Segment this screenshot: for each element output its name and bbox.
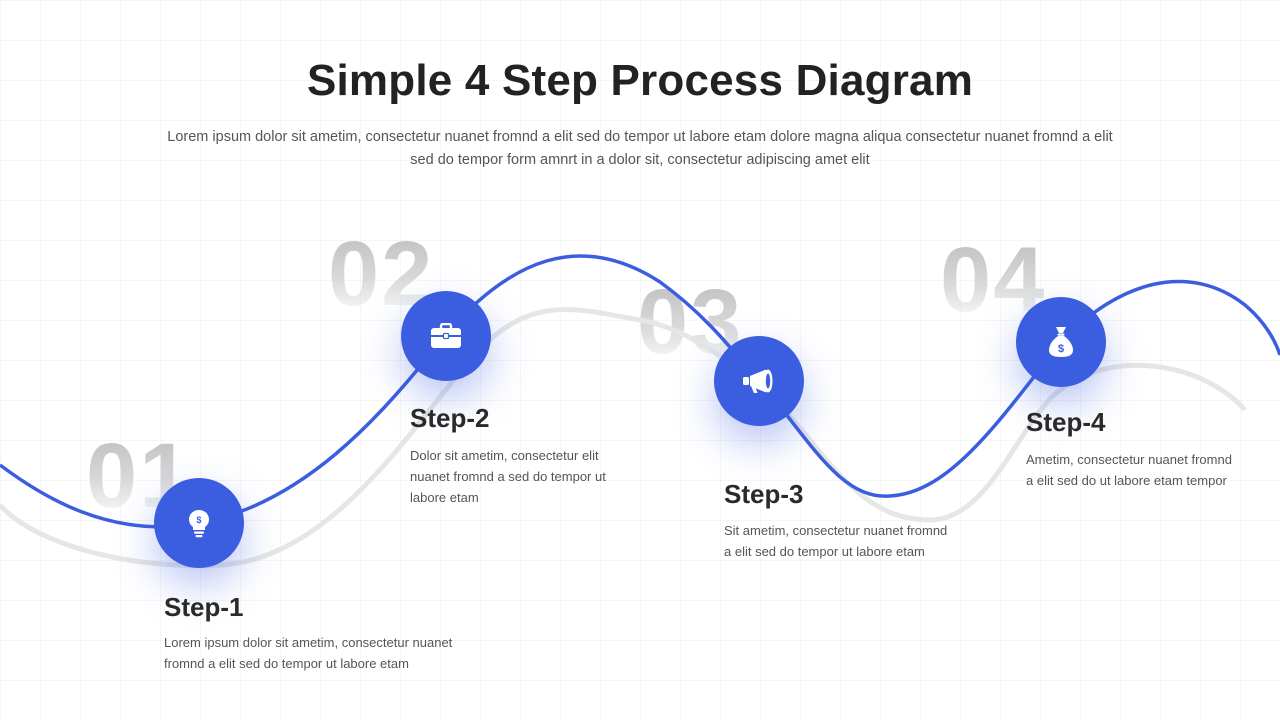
step-1-desc: Lorem ipsum dolor sit ametim, consectetu… <box>164 632 494 674</box>
step-1-title: Step-1 <box>164 592 244 622</box>
step-3-circle <box>714 336 804 426</box>
wave-shadow-path <box>0 307 1247 569</box>
step-3-desc-line: a elit sed do tempor ut labore etam <box>724 544 925 559</box>
money-bag-icon: $ <box>1049 327 1073 357</box>
step-2-desc-line: nuanet fromnd a sed do tempor ut <box>410 469 606 484</box>
step-2-desc: Dolor sit ametim, consectetur elit nuane… <box>410 445 650 508</box>
step-2-circle <box>401 291 491 381</box>
step-1-desc-line: Lorem ipsum dolor sit ametim, consectetu… <box>164 635 453 650</box>
step-3-desc-line: Sit ametim, consectetur nuanet fromnd <box>724 523 948 538</box>
step-4-desc-line: Ametim, consectetur nuanet fromnd <box>1026 452 1232 467</box>
step-4-desc-line: a elit sed do ut labore etam tempor <box>1026 473 1227 488</box>
step-2-title: Step-2 <box>410 403 490 433</box>
page-title: Simple 4 Step Process Diagram <box>306 56 974 105</box>
step-1-desc-line: fromnd a elit sed do tempor ut labore et… <box>164 656 409 671</box>
step-4-circle: $ <box>1016 297 1106 387</box>
step-3-desc: Sit ametim, consectetur nuanet fromnd a … <box>724 520 984 562</box>
svg-text:$: $ <box>1058 343 1064 355</box>
step-2-desc-line: Dolor sit ametim, consectetur elit <box>410 448 599 463</box>
step-3-title: Step-3 <box>724 479 804 509</box>
megaphone-icon <box>743 369 773 393</box>
page-subtitle: Lorem ipsum dolor sit ametim, consectetu… <box>167 129 1113 168</box>
step-4-desc: Ametim, consectetur nuanet fromnd a elit… <box>1026 449 1266 491</box>
step-4-title: Step-4 <box>1026 407 1106 437</box>
step-2-desc-line: labore etam <box>410 490 479 505</box>
lightbulb-dollar-icon: $ <box>189 510 209 538</box>
svg-text:$: $ <box>196 515 201 525</box>
briefcase-icon <box>431 323 461 348</box>
step-1-circle: $ <box>154 478 244 568</box>
